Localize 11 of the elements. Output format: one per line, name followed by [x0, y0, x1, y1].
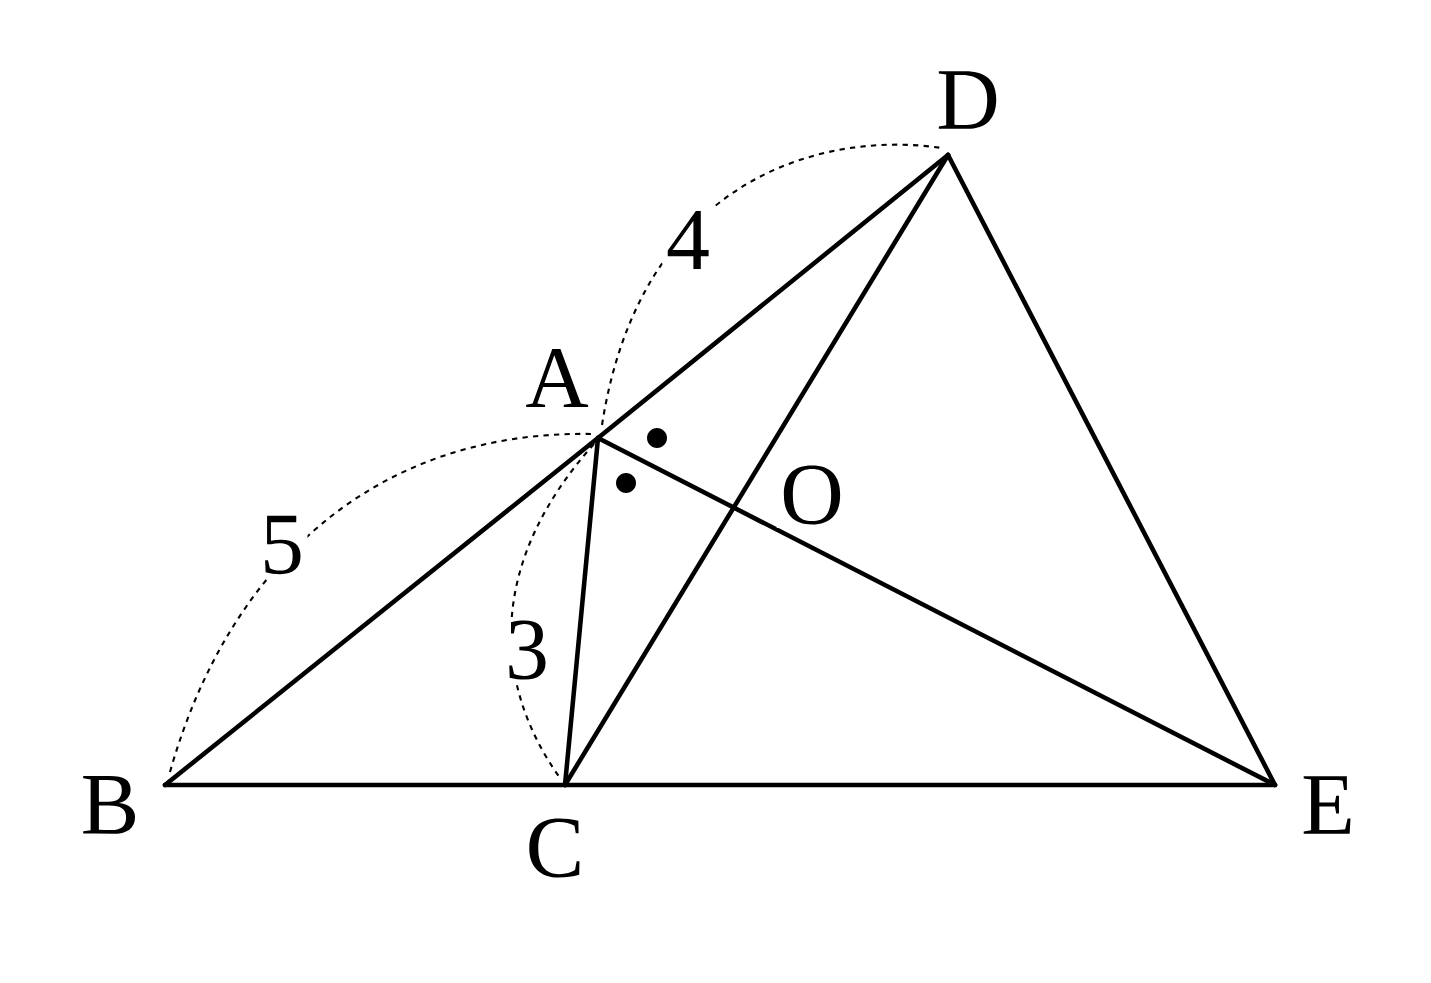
length-label: 4 — [662, 207, 714, 273]
point-label: E — [1303, 776, 1351, 834]
point-label: A — [526, 348, 589, 407]
length-label: 3 — [501, 616, 553, 683]
point-label: C — [529, 818, 580, 878]
line-segment — [595, 435, 1278, 788]
point-label: D — [938, 71, 997, 129]
length-label: 5 — [256, 512, 308, 578]
line-segment — [562, 152, 951, 788]
point-label: B — [83, 776, 135, 834]
intersection-label: O — [776, 461, 848, 528]
